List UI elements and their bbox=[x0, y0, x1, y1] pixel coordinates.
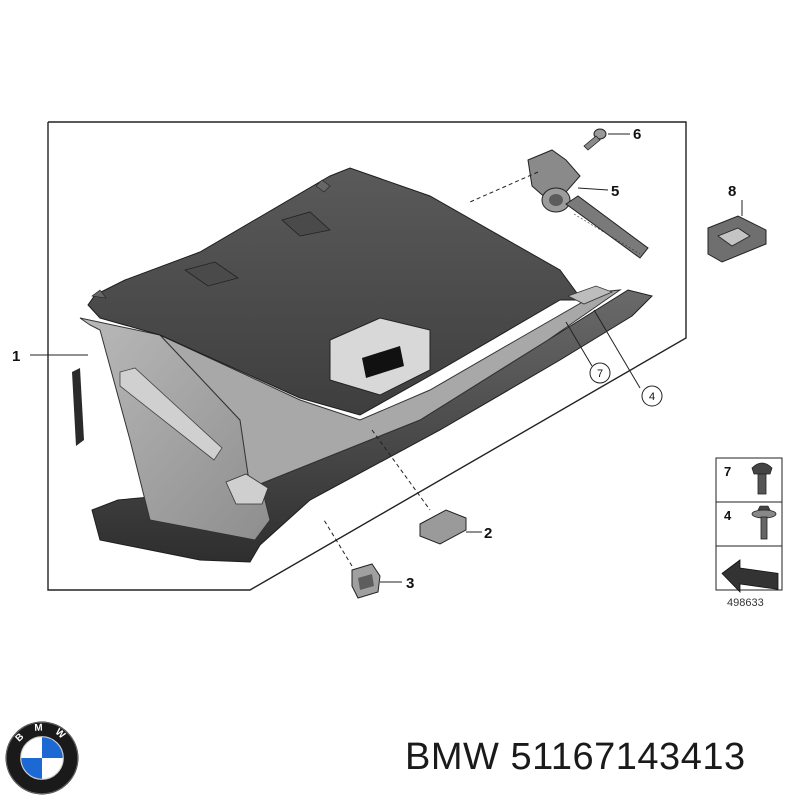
reference-number: 498633 bbox=[727, 597, 764, 609]
callout-circle-7: 7 bbox=[589, 362, 611, 384]
arrow-icon bbox=[721, 559, 779, 593]
diagram-frame bbox=[47, 121, 687, 591]
glove-box-assembly bbox=[72, 167, 653, 563]
callout-7: 7 bbox=[597, 368, 603, 380]
callout-circle-4: 4 bbox=[641, 385, 663, 407]
callout-3: 3 bbox=[406, 575, 414, 592]
rivet-icon bbox=[751, 462, 773, 495]
screw-icon bbox=[751, 505, 777, 540]
bmw-logo: B M W bbox=[5, 721, 79, 795]
callout-8: 8 bbox=[728, 183, 736, 200]
callout-6: 6 bbox=[633, 126, 641, 143]
latch-catch-part-3 bbox=[351, 563, 381, 599]
brand-name: BMW bbox=[405, 736, 500, 778]
leader-lines bbox=[30, 133, 743, 583]
callout-1: 1 bbox=[12, 348, 20, 365]
trim-strip-part-2 bbox=[419, 509, 467, 545]
callout-5: 5 bbox=[611, 183, 619, 200]
fastener-legend: 7 4 bbox=[715, 457, 783, 593]
clip-part-8 bbox=[707, 215, 767, 263]
lock-cylinder-part-5 bbox=[527, 149, 649, 259]
legend-num-4: 4 bbox=[724, 508, 732, 523]
screw-part-6 bbox=[583, 128, 607, 151]
callout-4: 4 bbox=[649, 391, 655, 403]
part-number: 51167143413 bbox=[510, 736, 746, 778]
callout-2: 2 bbox=[484, 525, 492, 542]
part-caption: BMW 51167143413 bbox=[405, 736, 795, 779]
legend-num-7: 7 bbox=[724, 464, 731, 479]
